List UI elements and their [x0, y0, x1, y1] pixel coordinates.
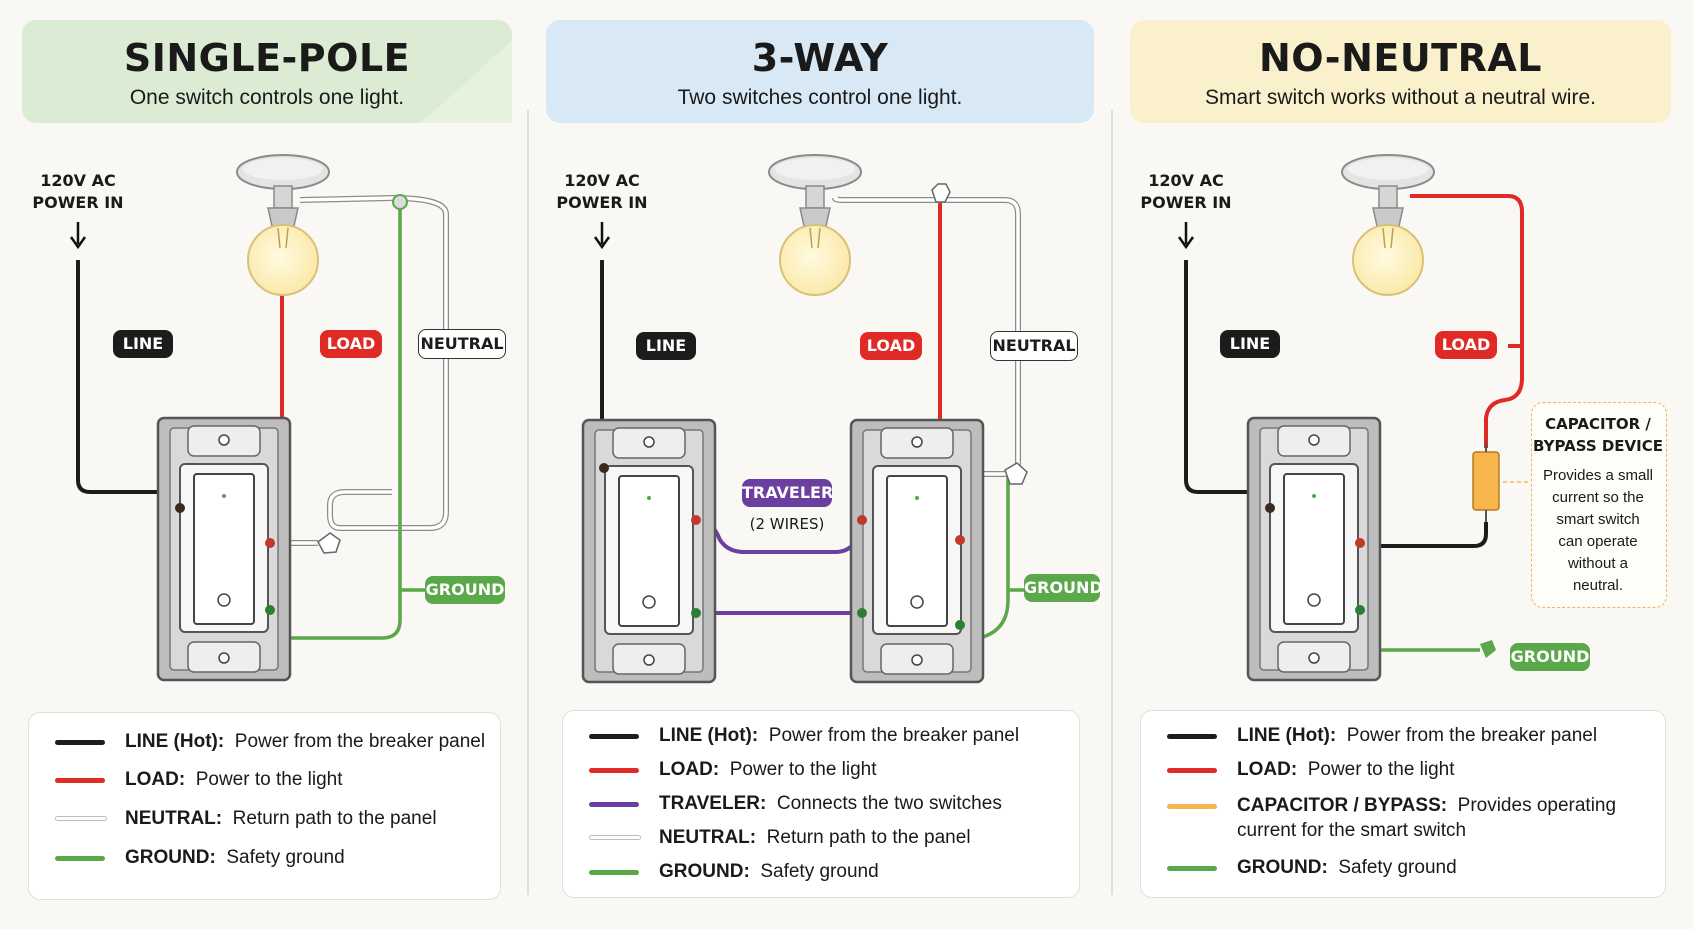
line-tag: LINE	[1220, 330, 1280, 358]
neutral-tag: NEUTRAL	[418, 329, 506, 359]
header-bg-no-neutral	[1130, 20, 1671, 123]
header-bg-single-pole	[22, 20, 512, 123]
ground-tag: GROUND	[425, 576, 505, 604]
three-way-diagram	[581, 154, 1028, 684]
traveler-tag: TRAVELER	[742, 479, 833, 507]
ground-tag: GROUND	[1510, 643, 1590, 671]
header-no-neutral: NO-NEUTRAL Smart switch works without a …	[1130, 20, 1671, 123]
capacitor-note: Provides a small current so the smart sw…	[1542, 467, 1654, 594]
traveler-note: (2 WIRES)	[749, 515, 825, 533]
panel-subtitle: Smart switch works without a neutral wir…	[1205, 86, 1596, 109]
legend-3-way: LINE (Hot): Power from the breaker panel…	[562, 710, 1080, 898]
ground-tag: GROUND	[1024, 574, 1103, 602]
load-tag: LOAD	[860, 332, 922, 360]
no-neutral-diagram	[1177, 154, 1530, 682]
panel-title: 3-WAY	[751, 36, 889, 80]
capacitor-callout: CAPACITOR /BYPASS DEVICE Provides a smal…	[1531, 402, 1667, 608]
load-tag: LOAD	[320, 330, 382, 358]
panel-title: SINGLE-POLE	[123, 36, 411, 80]
line-tag: LINE	[636, 332, 696, 360]
capacitor-device	[1472, 451, 1500, 511]
load-tag: LOAD	[1435, 331, 1497, 359]
header-bg-3-way	[546, 20, 1094, 123]
legend-no-neutral: LINE (Hot): Power from the breaker panel…	[1140, 710, 1666, 898]
legend-single-pole: LINE (Hot): Power from the breaker panel…	[28, 712, 501, 900]
panel-title: NO-NEUTRAL	[1258, 36, 1542, 80]
panel-subtitle: One switch controls one light.	[129, 86, 405, 109]
neutral-tag: NEUTRAL	[990, 331, 1078, 361]
single-pole-diagram	[69, 154, 449, 682]
capacitor-title: CAPACITOR /BYPASS DEVICE	[1533, 415, 1663, 455]
panel-subtitle: Two switches control one light.	[677, 86, 963, 109]
line-tag: LINE	[113, 330, 173, 358]
header-3-way: 3-WAY Two switches control one light.	[546, 20, 1094, 123]
header-single-pole: SINGLE-POLE One switch controls one ligh…	[22, 20, 512, 123]
